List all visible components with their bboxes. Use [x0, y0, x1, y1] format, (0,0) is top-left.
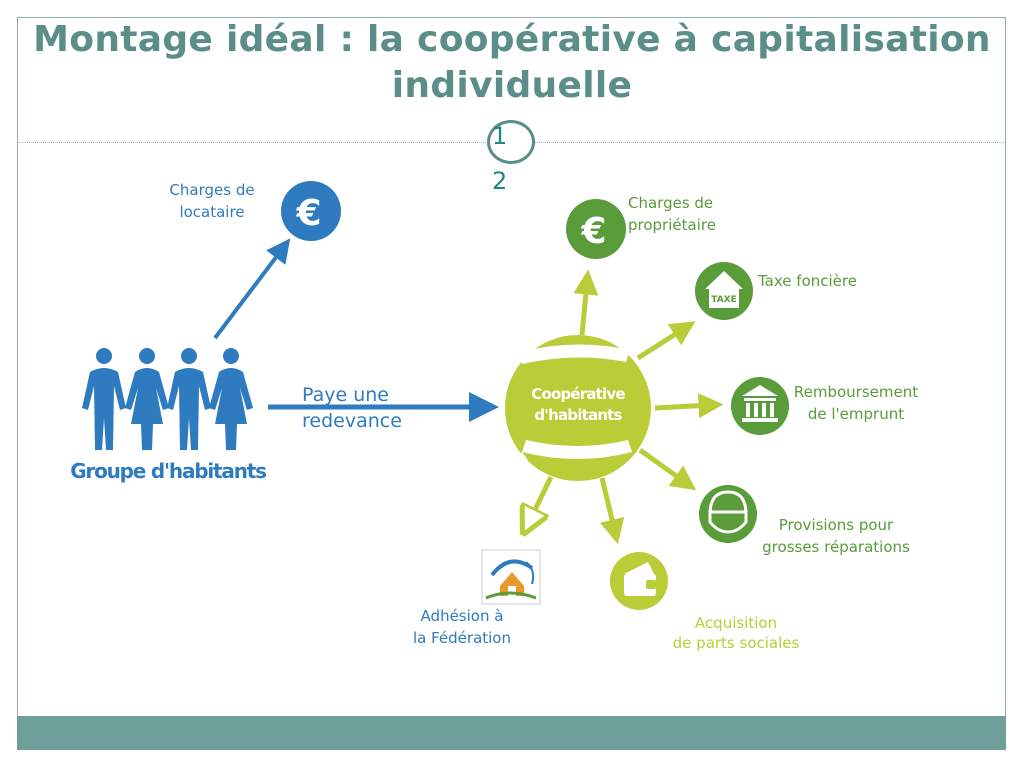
arrow-to-shares	[599, 477, 625, 545]
tenant-charges-label-1: Charges de	[169, 181, 254, 199]
slide-number-1: 1	[492, 122, 508, 150]
shares-label-1: Acquisition	[695, 614, 777, 632]
arrow-to-federation	[529, 475, 554, 522]
slide-number-circle	[487, 120, 535, 164]
slide-number-2: 2	[492, 167, 508, 195]
owner-charges-label-1: Charges de	[628, 194, 713, 212]
cooperative-label-1: Coopérative	[531, 385, 625, 403]
bank-icon	[731, 377, 789, 435]
redevance-label-2: redevance	[302, 410, 402, 432]
euro-icon: €	[566, 199, 626, 259]
group-label: Groupe d'habitants	[70, 459, 266, 483]
slide-title-line-1: Montage idéal : la coopérative à capital…	[33, 19, 991, 60]
euro-icon: €	[281, 181, 341, 241]
cooperative-node: Coopérative d'habitants	[505, 335, 651, 481]
arrow-to-tenant-charges	[213, 238, 291, 340]
slide-title: Montage idéal : la coopérative à capital…	[0, 0, 1024, 109]
federation-label-1: Adhésion à	[421, 607, 504, 625]
property-tax-label: Taxe foncière	[757, 272, 857, 290]
helmet-icon	[699, 485, 757, 543]
cooperative-label-2: d'habitants	[534, 406, 622, 424]
loan-label-2: de l'emprunt	[808, 405, 904, 423]
federation-logo-icon	[481, 549, 541, 605]
owner-charges-label-2: propriétaire	[628, 216, 716, 234]
loan-label-1: Remboursement	[794, 383, 918, 401]
redevance-label-1: Paye une	[302, 384, 389, 406]
arrow-to-repairs	[638, 447, 697, 491]
footer-bar	[17, 716, 1006, 750]
slide-title-line-2: individuelle	[391, 65, 633, 106]
arrow-to-owner-charges	[573, 269, 599, 336]
arrow-to-property-tax	[636, 321, 696, 361]
svg-text:TAXE: TAXE	[711, 295, 737, 305]
people-icon	[82, 348, 253, 450]
arrow-to-loan	[654, 393, 724, 419]
repairs-label-2: grosses réparations	[762, 538, 910, 556]
federation-label-2: la Fédération	[413, 629, 511, 647]
tenant-charges-label-2: locataire	[179, 203, 244, 221]
svg-text:€: €	[580, 211, 606, 252]
repairs-label-1: Provisions pour	[779, 516, 894, 534]
svg-text:€: €	[295, 193, 321, 234]
wallet-icon	[610, 552, 668, 610]
shares-label-2: de parts sociales	[673, 634, 800, 652]
tax-house-icon: TAXE	[695, 262, 753, 320]
